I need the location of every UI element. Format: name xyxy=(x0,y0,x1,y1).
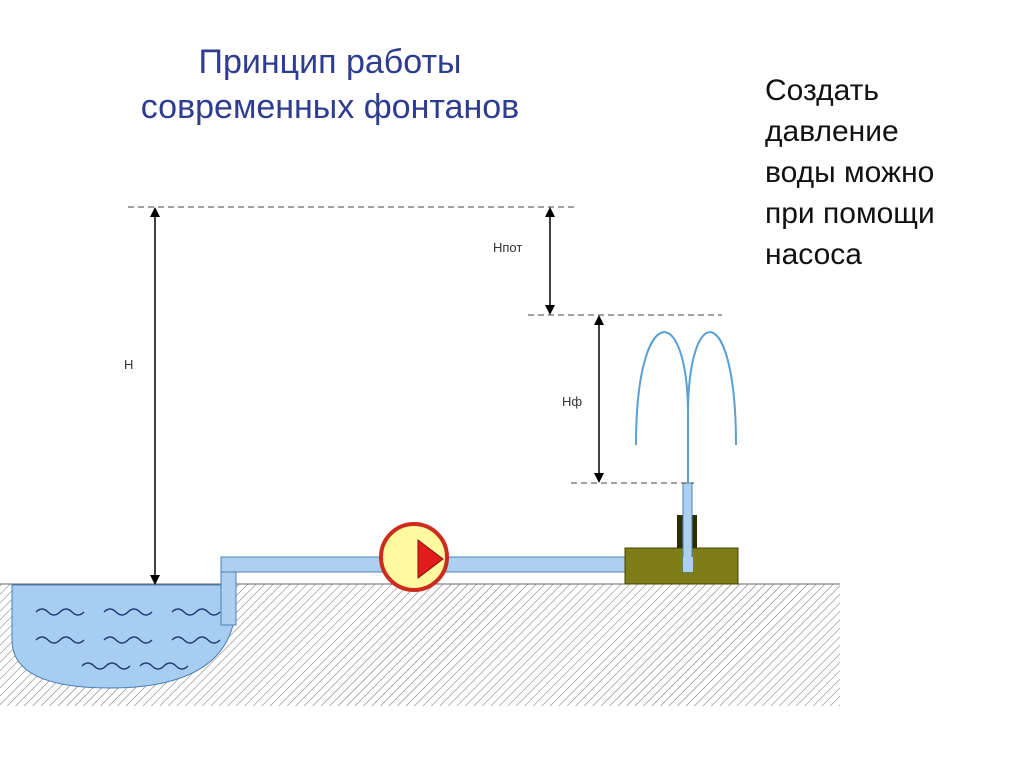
fountain-jet xyxy=(635,331,737,483)
side-note-line-5: насоса xyxy=(765,238,862,271)
side-note-line-2: давление xyxy=(765,115,899,148)
water-waves xyxy=(35,608,221,670)
nozzle-base xyxy=(624,547,739,585)
slide-title-line-1: Принцип работы xyxy=(198,43,462,81)
reservoir-water xyxy=(11,584,237,689)
side-note: Создать давление воды можно при помощи н… xyxy=(765,70,1005,275)
supply-pipe xyxy=(220,556,694,573)
side-note-line-1: Создать xyxy=(765,74,880,107)
riser-pipe-joint xyxy=(683,557,693,572)
slide-title: Принцип работы современных фонтанов xyxy=(100,40,560,130)
slide-title-line-2: современных фонтанов xyxy=(140,88,520,126)
pump xyxy=(379,522,449,592)
loss-height-label: Hпот xyxy=(493,240,522,255)
pump-body xyxy=(379,522,449,592)
fountain-height-label: Hф xyxy=(562,394,582,409)
total-height-label: H xyxy=(124,357,133,372)
side-note-line-3: воды можно xyxy=(765,156,935,189)
side-note-line-4: при помощи xyxy=(765,197,935,230)
pump-arrow xyxy=(417,538,444,580)
reference-lines xyxy=(128,206,722,484)
